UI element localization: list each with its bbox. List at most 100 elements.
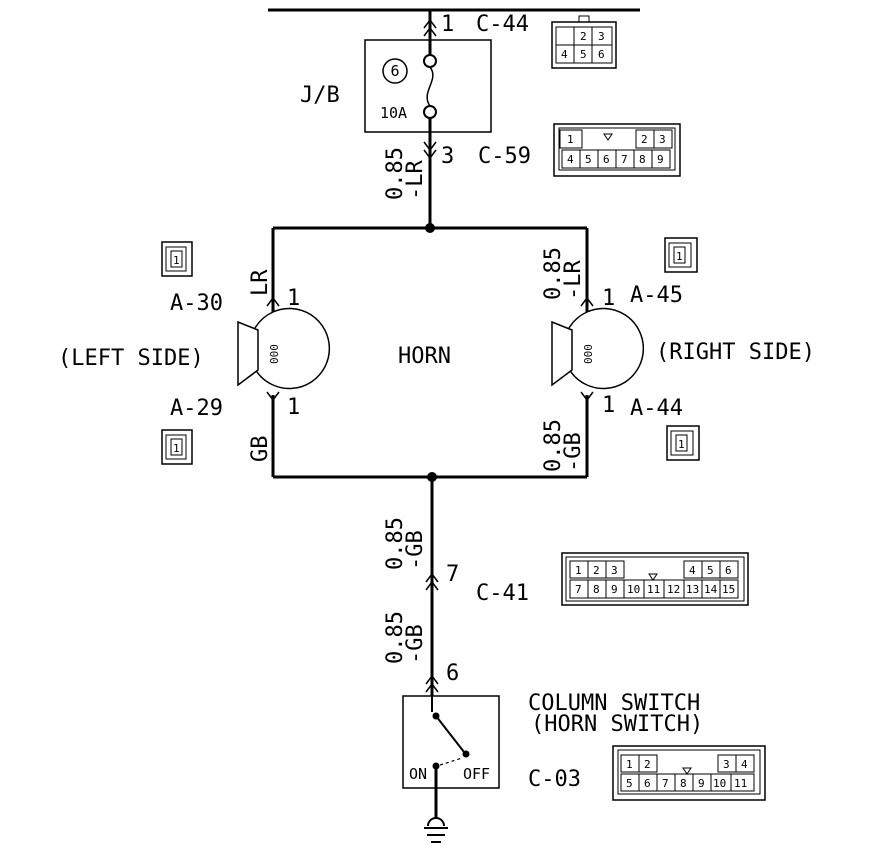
svg-text:4: 4 xyxy=(567,153,574,166)
c59-label: C-59 xyxy=(478,144,531,169)
svg-text:7: 7 xyxy=(662,777,669,790)
a44-label: A-44 xyxy=(630,396,683,421)
c41-terminal-mark xyxy=(425,572,439,591)
mid-wire-size: 0.85 xyxy=(383,517,408,570)
svg-text:8: 8 xyxy=(593,583,600,596)
right-side-label: (RIGHT SIDE) xyxy=(656,340,815,365)
svg-text:000: 000 xyxy=(268,344,281,364)
a30-pin: 1 xyxy=(287,286,300,311)
c03-label: C-03 xyxy=(528,767,581,792)
mid-wire-color: -GB xyxy=(403,530,428,570)
svg-text:1: 1 xyxy=(575,564,582,577)
switch-off-label: OFF xyxy=(463,765,490,783)
svg-text:2: 2 xyxy=(593,564,600,577)
svg-text:7: 7 xyxy=(621,153,628,166)
left-horn-symbol: 000 xyxy=(237,296,331,402)
svg-text:2: 2 xyxy=(641,133,648,146)
column-switch-box xyxy=(402,695,500,789)
c59-connector-icon: 1 2 3 4 5 6 7 8 9 xyxy=(553,123,681,177)
c44-label: C-44 xyxy=(476,12,529,37)
svg-text:1: 1 xyxy=(567,133,574,146)
svg-text:1: 1 xyxy=(173,442,180,455)
a44-connector-icon: 1 xyxy=(666,425,700,461)
svg-text:9: 9 xyxy=(611,583,618,596)
svg-text:11: 11 xyxy=(647,583,660,596)
svg-text:13: 13 xyxy=(686,583,699,596)
left-side-label: (LEFT SIDE) xyxy=(58,346,204,371)
a30-connector-icon: 1 xyxy=(161,241,193,277)
ground-icon xyxy=(424,817,448,843)
a45-pin: 1 xyxy=(602,286,615,311)
switch-title: COLUMN SWITCH xyxy=(528,691,700,716)
svg-text:1: 1 xyxy=(676,250,683,263)
low-wire-size: 0.85 xyxy=(383,611,408,664)
svg-text:6: 6 xyxy=(725,564,732,577)
svg-text:10: 10 xyxy=(627,583,640,596)
svg-text:5: 5 xyxy=(707,564,714,577)
svg-text:8: 8 xyxy=(639,153,646,166)
svg-text:11: 11 xyxy=(734,777,747,790)
svg-text:2: 2 xyxy=(580,30,587,43)
svg-text:000: 000 xyxy=(582,344,595,364)
right-horn-symbol: 000 xyxy=(551,296,645,402)
c44-pin: 1 xyxy=(441,12,454,37)
switch-off-contact xyxy=(462,750,470,758)
left-bottom-wire-color: GB xyxy=(248,436,273,463)
c03-terminal-mark xyxy=(425,674,439,693)
a29-connector-icon: 1 xyxy=(161,429,193,465)
svg-text:3: 3 xyxy=(611,564,618,577)
right-bottom-wire-size: 0.85 xyxy=(541,419,566,472)
c03-connector-icon: 1 2 3 4 5 6 7 8 9 10 11 xyxy=(612,745,766,801)
junction-block-label: J/B xyxy=(300,83,340,108)
svg-text:3: 3 xyxy=(723,758,730,771)
c41-label: C-41 xyxy=(476,581,529,606)
right-top-wire-color: -LR xyxy=(561,260,586,300)
switch-lever xyxy=(435,715,465,753)
svg-text:15: 15 xyxy=(722,583,735,596)
svg-text:4: 4 xyxy=(561,48,568,61)
a45-label: A-45 xyxy=(630,283,683,308)
svg-text:3: 3 xyxy=(659,133,666,146)
svg-text:9: 9 xyxy=(657,153,664,166)
left-top-wire-color: LR xyxy=(248,269,273,296)
horn-title: HORN xyxy=(398,344,451,369)
svg-text:1: 1 xyxy=(173,254,180,267)
top-wire-size: 0.85 xyxy=(383,147,408,200)
c41-pin: 7 xyxy=(446,562,459,587)
svg-text:5: 5 xyxy=(580,48,587,61)
fuse-number-circle xyxy=(382,58,408,84)
svg-text:1: 1 xyxy=(626,758,633,771)
svg-text:10: 10 xyxy=(713,777,726,790)
c59-terminal-mark xyxy=(423,141,437,160)
fuse-rating: 10A xyxy=(380,104,407,122)
a44-pin: 1 xyxy=(602,393,615,418)
a45-connector-icon: 1 xyxy=(664,237,698,273)
svg-text:5: 5 xyxy=(626,777,633,790)
fuse-terminal-top xyxy=(423,54,437,68)
svg-text:6: 6 xyxy=(644,777,651,790)
svg-text:7: 7 xyxy=(575,583,582,596)
svg-text:12: 12 xyxy=(667,583,680,596)
c41-connector-icon: 1 2 3 4 5 6 7 8 9 10 11 12 13 14 15 xyxy=(561,552,749,606)
c59-pin: 3 xyxy=(441,144,454,169)
a30-label: A-30 xyxy=(170,291,223,316)
c03-pin: 6 xyxy=(446,661,459,686)
fuse-number: 6 xyxy=(390,62,399,80)
svg-text:8: 8 xyxy=(680,777,687,790)
a29-pin: 1 xyxy=(287,395,300,420)
svg-text:6: 6 xyxy=(598,48,605,61)
svg-text:2: 2 xyxy=(644,758,651,771)
fuse-terminal-bottom xyxy=(423,105,437,119)
switch-subtitle: (HORN SWITCH) xyxy=(531,712,703,737)
right-bottom-wire-color: -GB xyxy=(561,432,586,472)
svg-text:4: 4 xyxy=(741,758,748,771)
c44-terminal-mark xyxy=(423,18,437,37)
low-wire-color: -GB xyxy=(403,624,428,664)
right-top-wire-size: 0.85 xyxy=(541,247,566,300)
svg-text:9: 9 xyxy=(698,777,705,790)
svg-text:3: 3 xyxy=(598,30,605,43)
svg-text:14: 14 xyxy=(704,583,718,596)
svg-text:4: 4 xyxy=(689,564,696,577)
svg-text:6: 6 xyxy=(603,153,610,166)
